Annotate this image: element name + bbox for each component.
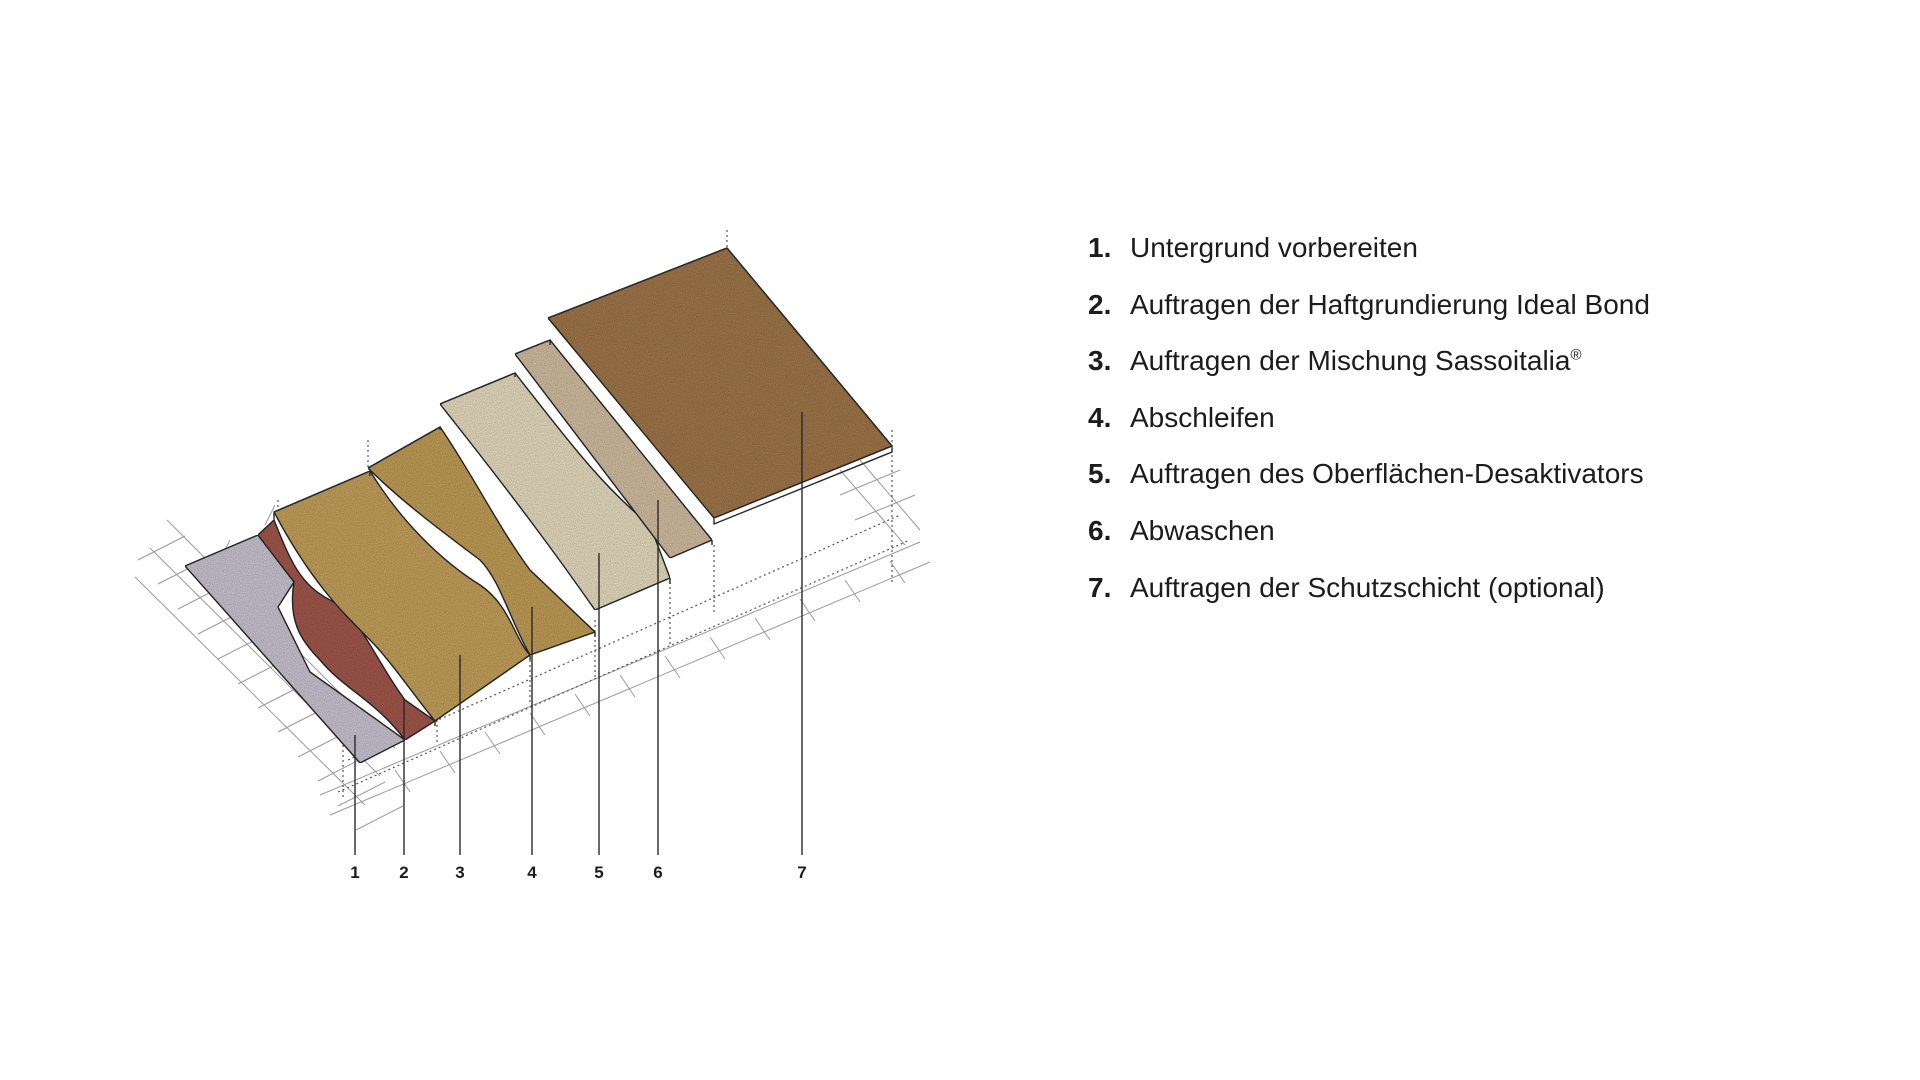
guide-lines (277, 230, 911, 800)
step-text: Abwaschen (1130, 514, 1275, 546)
step-text: Abschleifen (1130, 401, 1275, 433)
step-item-1: 1. Untergrund vorbereiten (1088, 232, 1650, 289)
step-item-5: 5. Auftragen des Oberflächen-Desaktivato… (1088, 458, 1650, 515)
step-number: 5. (1088, 458, 1112, 490)
step-item-4: 4. Abschleifen (1088, 402, 1650, 459)
callout-lines (354, 412, 803, 855)
layer-label-2: 2 (399, 863, 408, 882)
layer-diagram: 1 2 3 4 5 6 7 (134, 230, 931, 882)
step-item-3: 3. Auftragen der Mischung Sassoitalia® (1088, 345, 1650, 402)
step-text: Auftragen der Schutzschicht (optional) (1130, 571, 1605, 603)
layer-3-mix (273, 470, 532, 722)
layer-label-1: 1 (350, 863, 359, 882)
step-text: Untergrund vorbereiten (1130, 232, 1418, 263)
layer-label-6: 6 (653, 863, 662, 882)
step-number: 4. (1088, 401, 1112, 433)
layer-5-deactivator (438, 372, 671, 611)
step-number: 7. (1088, 571, 1112, 603)
step-item-2: 2. Auftragen der Haftgrundierung Ideal B… (1088, 289, 1650, 346)
layer-number-labels: 1 2 3 4 5 6 7 (350, 863, 806, 882)
registered-mark: ® (1570, 346, 1582, 364)
step-item-7: 7. Auftragen der Schutzschicht (optional… (1088, 572, 1650, 629)
layer-4-sanded (366, 426, 597, 656)
step-number: 6. (1088, 514, 1112, 546)
step-text-main: Auftragen der Mischung Sassoitalia (1130, 345, 1571, 377)
step-text: Auftragen der Haftgrundierung Ideal Bond (1130, 288, 1650, 320)
layer-edges (273, 247, 893, 726)
step-number: 2. (1088, 288, 1112, 320)
step-list: 1. Untergrund vorbereiten 2. Auftragen d… (1088, 232, 1650, 628)
step-text: Auftragen des Oberflächen-Desaktivators (1130, 458, 1644, 490)
step-number: 3. (1088, 345, 1112, 377)
step-number: 1. (1088, 232, 1112, 263)
layer-2-primer (257, 518, 437, 741)
step-text: Auftragen der Mischung Sassoitalia® (1130, 345, 1582, 377)
step-item-6: 6. Abwaschen (1088, 515, 1650, 572)
layer-label-5: 5 (594, 863, 603, 882)
layer-label-7: 7 (797, 863, 806, 882)
layer-label-4: 4 (527, 863, 537, 882)
layer-label-3: 3 (455, 863, 464, 882)
